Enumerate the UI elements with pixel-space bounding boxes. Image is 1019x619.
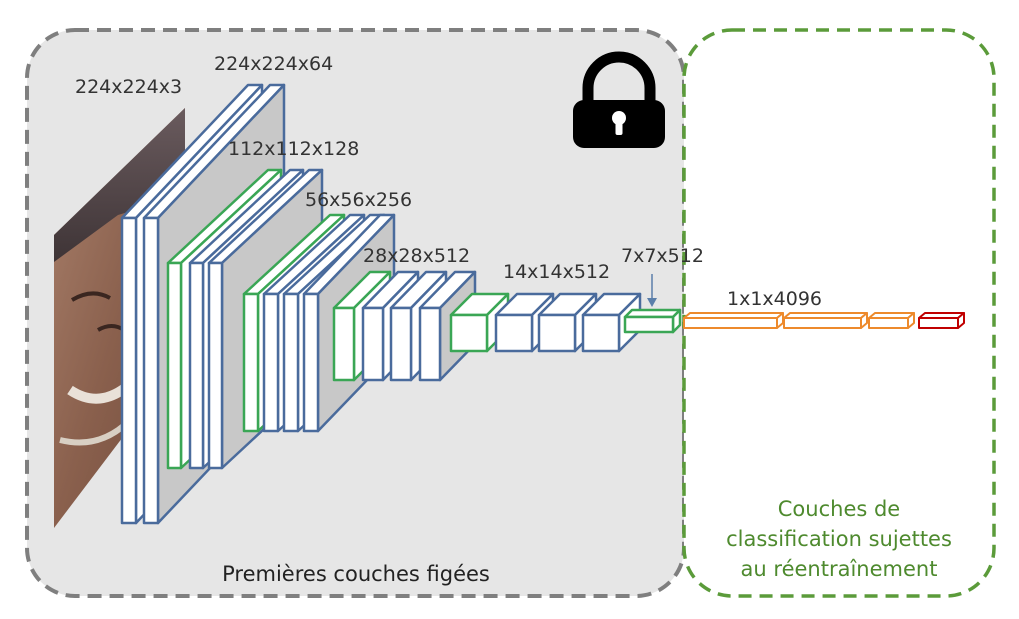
frozen-region-caption: Premières couches figées: [222, 562, 490, 586]
fc-layers: [683, 312, 965, 329]
label-conv2-size: 112x112x128: [228, 138, 359, 160]
pool5-block: [623, 308, 682, 334]
fc2-layer: [783, 312, 868, 329]
lock-icon: [573, 51, 665, 148]
label-conv1-size: 224x224x64: [214, 53, 333, 75]
pool5-pointer-arrow: [647, 274, 657, 307]
conv5-block: [449, 292, 642, 353]
label-conv3-size: 56x56x256: [305, 189, 412, 211]
fc1-layer: [683, 312, 784, 329]
label-pool5-size: 7x7x512: [621, 245, 704, 267]
label-conv5-size: 14x14x512: [503, 261, 610, 283]
softmax-layer: [918, 312, 965, 329]
label-conv4-size: 28x28x512: [363, 245, 470, 267]
trainable-caption-line-3: au réentraînement: [741, 557, 938, 581]
trainable-caption-line-2: classification sujettes: [726, 527, 952, 551]
label-fc-size: 1x1x4096: [727, 288, 822, 310]
trainable-caption-line-1: Couches de: [778, 497, 900, 521]
label-input-size: 224x224x3: [75, 76, 182, 98]
fc3-layer: [868, 312, 915, 329]
